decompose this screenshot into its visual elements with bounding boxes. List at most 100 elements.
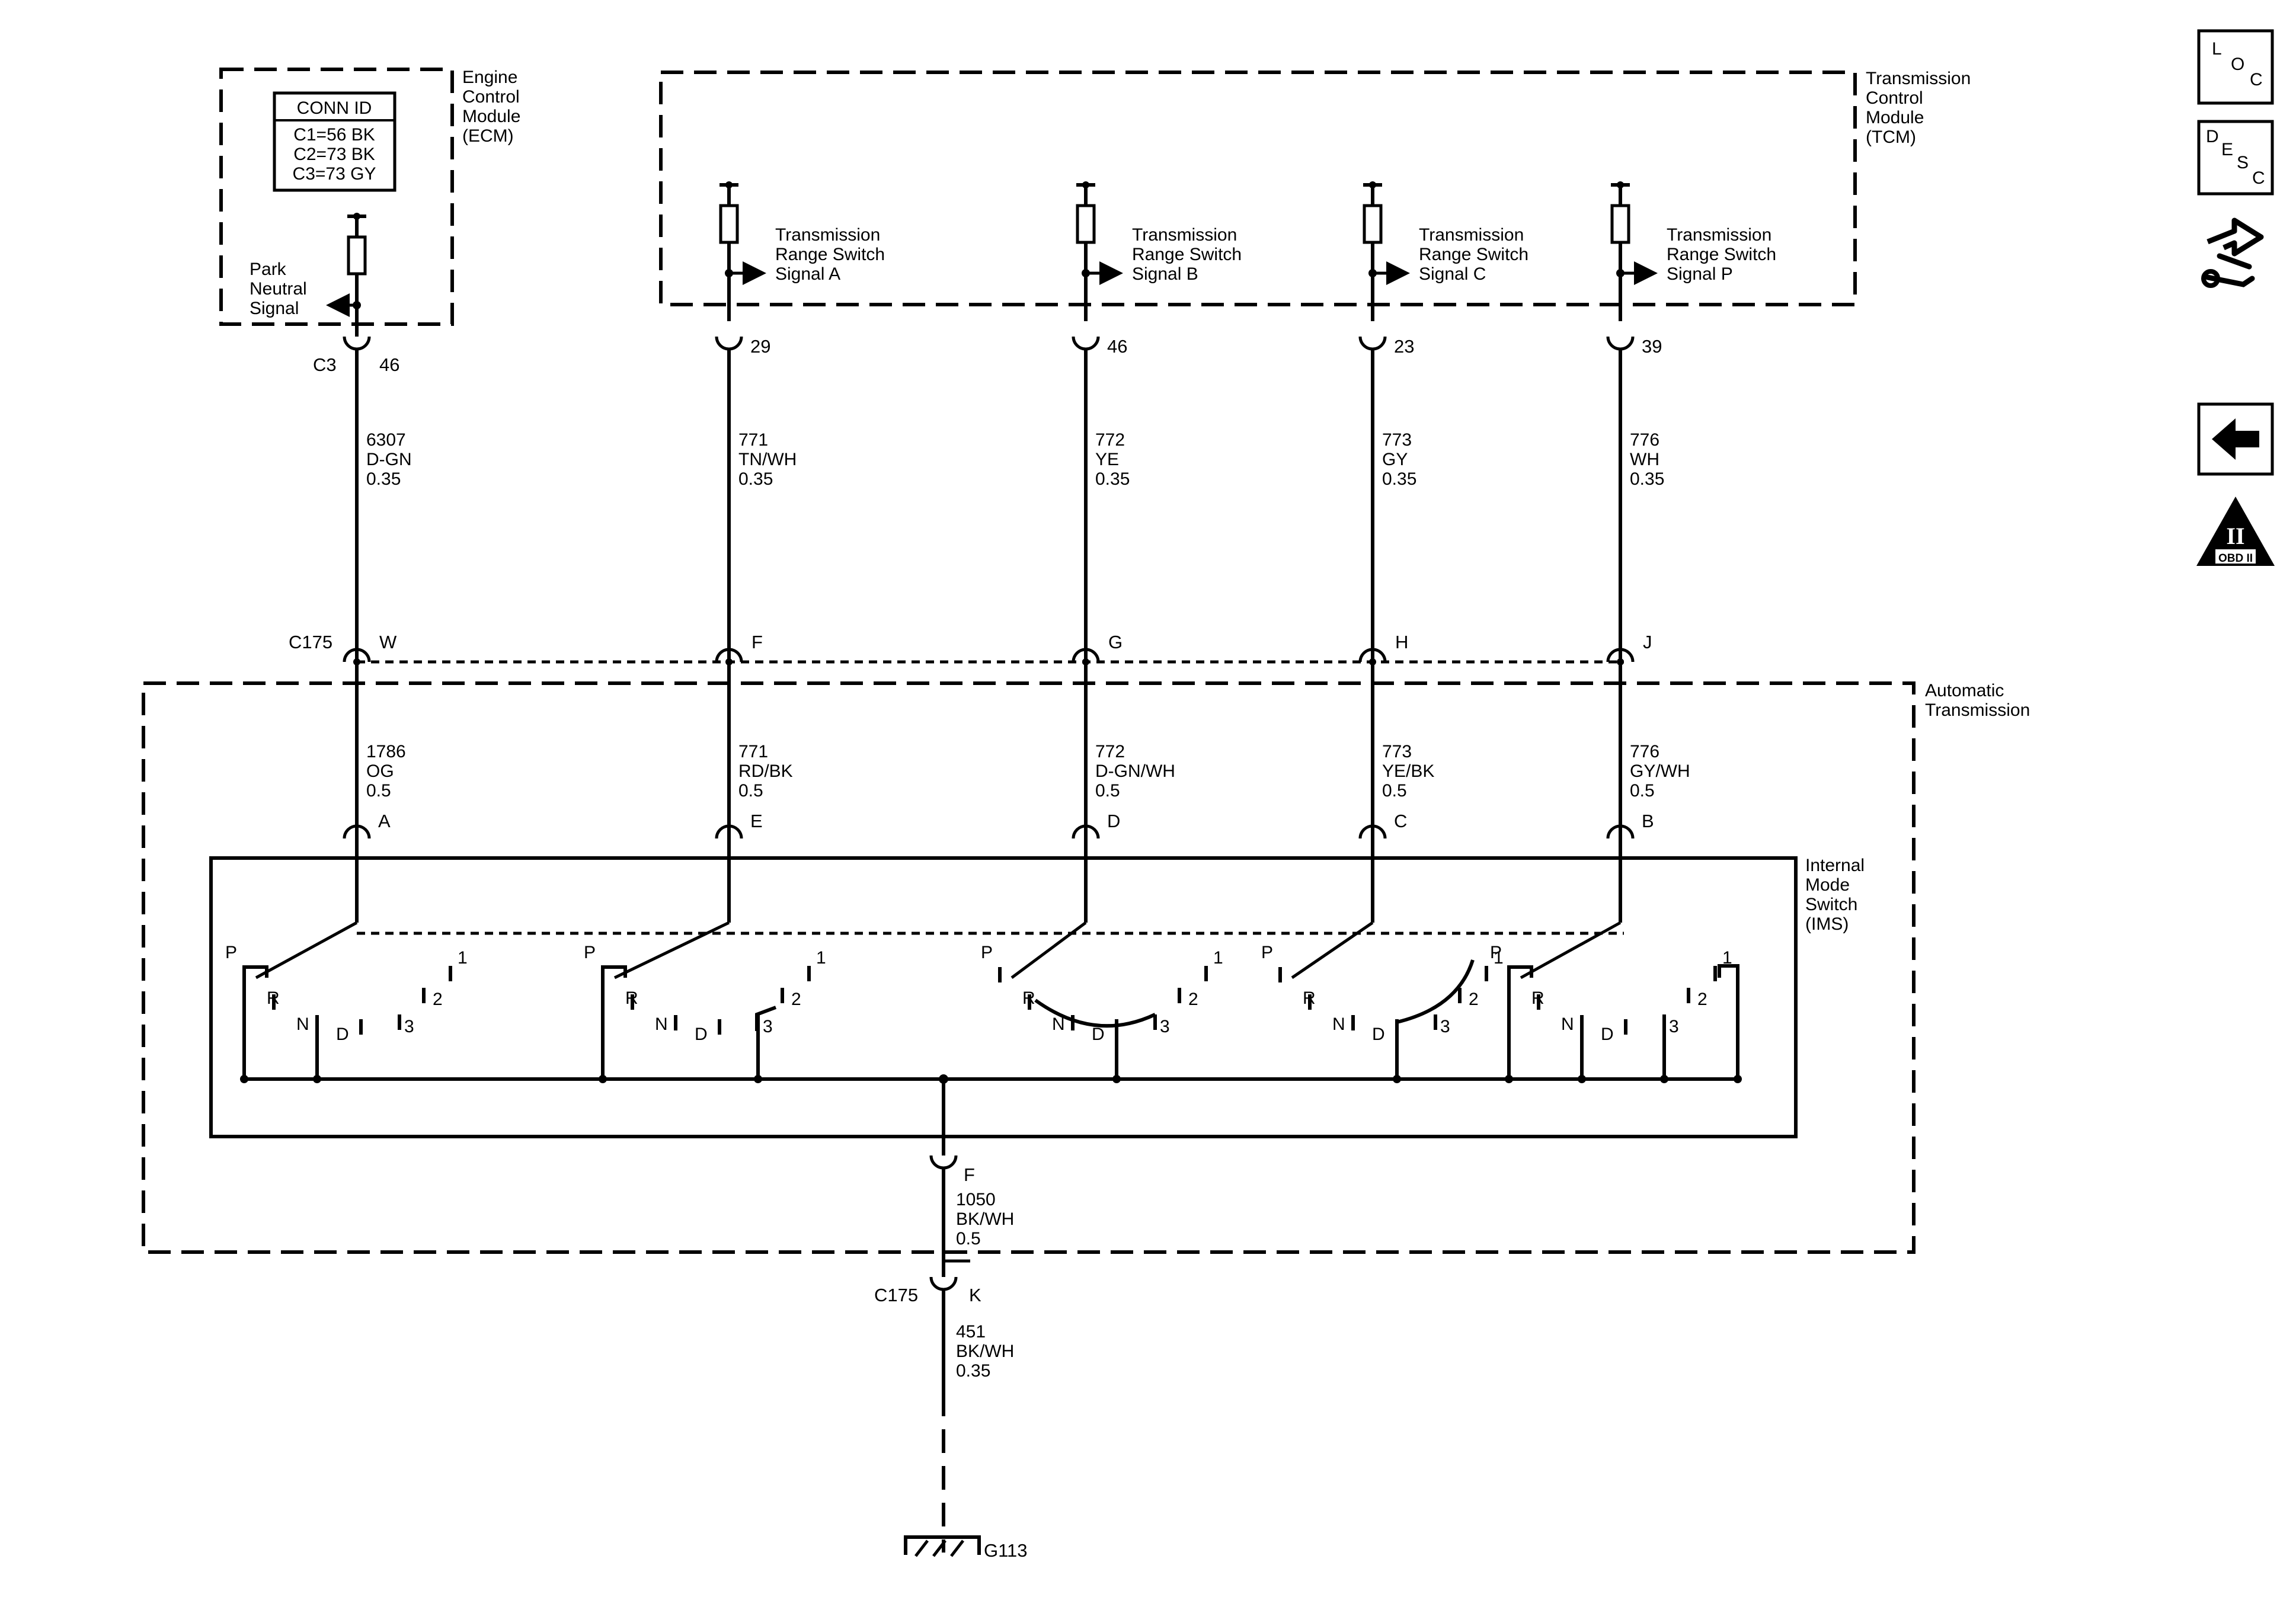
tcm-label-line-4: (TCM): [1866, 127, 1916, 147]
ecm-module: Engine Control Module (ECM) CONN ID C1=5…: [219, 68, 520, 337]
switch-1-pos-n: N: [655, 1014, 668, 1034]
tcm-signal-1-line-2: Range Switch: [1132, 245, 1242, 264]
park-neutral-signal-line-3: Signal: [250, 299, 299, 318]
ground-wire-outer-gauge: 0.35: [956, 1361, 990, 1381]
connector-wrench-icon[interactable]: [2201, 217, 2264, 288]
switch-3-pos-p: P: [1261, 943, 1273, 962]
ims-pin-1: E: [750, 811, 763, 831]
loc-icon-letter-3: C: [2250, 70, 2263, 89]
desc-icon-letter-3: S: [2237, 153, 2249, 172]
conn-id-c3: C3=73 GY: [293, 164, 376, 184]
ims-pin-4: B: [1642, 811, 1654, 831]
ground-wire-inner-circuit: 1050: [956, 1190, 996, 1209]
switch-0-pos-3: 3: [404, 1017, 414, 1036]
switch-4-pos-n: N: [1561, 1014, 1574, 1034]
back-arrow-icon[interactable]: [2197, 402, 2274, 476]
upper-wire-1-color: TN/WH: [738, 450, 797, 469]
ims-label-line-4: (IMS): [1805, 914, 1849, 934]
upper-wire-0-color: D-GN: [366, 450, 412, 469]
lower-wire-2-circuit: 772: [1095, 742, 1125, 761]
ecm-label-line-1: Engine: [462, 68, 517, 87]
lower-wire-4-gauge: 0.5: [1630, 781, 1655, 801]
tcm-signal-2-line-2: Range Switch: [1419, 245, 1528, 264]
tcm-signal-3-line-1: Transmission: [1667, 225, 1771, 245]
tcm-module: Transmission Control Module (TCM) Transm…: [659, 69, 1971, 357]
desc-icon[interactable]: D E S C: [2197, 120, 2274, 196]
ims-pin-2: D: [1107, 811, 1120, 831]
tcm-signal-1-line-3: Signal B: [1132, 264, 1198, 284]
lower-wire-4-color: GY/WH: [1630, 761, 1690, 781]
upper-wire-3-circuit: 773: [1382, 430, 1412, 450]
ims-pin-0: A: [378, 811, 391, 831]
upper-wire-1-gauge: 0.35: [738, 469, 773, 489]
switch-1-pos-r: R: [625, 988, 638, 1008]
ims-label-line-2: Mode: [1805, 875, 1850, 895]
obd-ii-label: OBD II: [2218, 552, 2253, 565]
upper-wire-2-color: YE: [1095, 450, 1119, 469]
ground-wire-outer-color: BK/WH: [956, 1342, 1014, 1361]
lower-wire-3-color: YE/BK: [1382, 761, 1434, 781]
ground-name: G113: [984, 1540, 1028, 1561]
tcm-signal-2-line-3: Signal C: [1419, 264, 1486, 284]
lower-wire-4-circuit: 776: [1630, 742, 1659, 761]
tcm-pullup-resistor-0: [719, 204, 739, 244]
ground-wire-outer-circuit: 451: [956, 1322, 986, 1342]
ground-wire-inner-color: BK/WH: [956, 1209, 1014, 1229]
switch-0-pos-n: N: [296, 1014, 309, 1034]
loc-icon-letter-2: O: [2231, 55, 2244, 74]
switch-1-pos-p: P: [584, 943, 596, 962]
upper-wire-4-gauge: 0.35: [1630, 469, 1664, 489]
c175-pin-2: G: [1108, 632, 1123, 652]
c175-pin-3: H: [1395, 632, 1408, 652]
c175-pin-1: F: [752, 632, 763, 652]
obd-ii-icon[interactable]: II OBD II: [2196, 497, 2275, 566]
ims-ground-pin: F: [964, 1164, 975, 1185]
switch-4-pos-2: 2: [1697, 990, 1707, 1009]
switch-2-pos-r: R: [1022, 988, 1035, 1008]
switch-2-pos-p: P: [981, 943, 993, 962]
conn-id-title: CONN ID: [297, 98, 372, 118]
switch-0-pos-1: 1: [458, 948, 468, 968]
switch-3-pos-1: 1: [1494, 948, 1504, 968]
upper-wire-3-gauge: 0.35: [1382, 469, 1416, 489]
switch-2-pos-3: 3: [1160, 1017, 1170, 1036]
switch-1-pos-3: 3: [763, 1017, 773, 1036]
conn-id-table: CONN ID C1=56 BK C2=73 BK C3=73 GY: [273, 91, 396, 192]
switch-3-pos-n: N: [1332, 1014, 1345, 1034]
conn-id-c2: C2=73 BK: [293, 145, 375, 164]
upper-wire-4-color: WH: [1630, 450, 1659, 469]
lower-wire-3-gauge: 0.5: [1382, 781, 1407, 801]
park-neutral-signal-line-1: Park: [250, 260, 287, 279]
switch-2-pos-n: N: [1052, 1014, 1065, 1034]
ims-pin-3: C: [1394, 811, 1407, 831]
lower-wire-1-color: RD/BK: [738, 761, 793, 781]
ecm-pullup-resistor: [347, 235, 367, 276]
switch-4-pos-r: R: [1531, 988, 1544, 1008]
ecm-label-line-4: (ECM): [462, 126, 514, 146]
tcm-pin-0: 29: [750, 336, 770, 357]
loc-icon[interactable]: L O C: [2197, 29, 2274, 105]
lower-wire-2-gauge: 0.5: [1095, 781, 1120, 801]
tcm-signal-0-line-2: Range Switch: [775, 245, 885, 264]
switch-3-pos-d: D: [1372, 1025, 1385, 1044]
switch-3-pos-3: 3: [1440, 1017, 1450, 1036]
switch-4-pos-1: 1: [1722, 948, 1732, 968]
upper-wire-2-circuit: 772: [1095, 430, 1125, 450]
loc-icon-letter-1: L: [2212, 39, 2222, 59]
tcm-signal-3-line-3: Signal P: [1667, 264, 1733, 284]
switch-0-pos-r: R: [267, 988, 280, 1008]
switch-4-pos-d: D: [1601, 1025, 1614, 1044]
tcm-label-line-3: Module: [1866, 108, 1924, 127]
conn-id-c1: C1=56 BK: [293, 125, 375, 145]
tcm-signal-1-line-1: Transmission: [1132, 225, 1237, 245]
upper-wire-4-circuit: 776: [1630, 430, 1659, 450]
